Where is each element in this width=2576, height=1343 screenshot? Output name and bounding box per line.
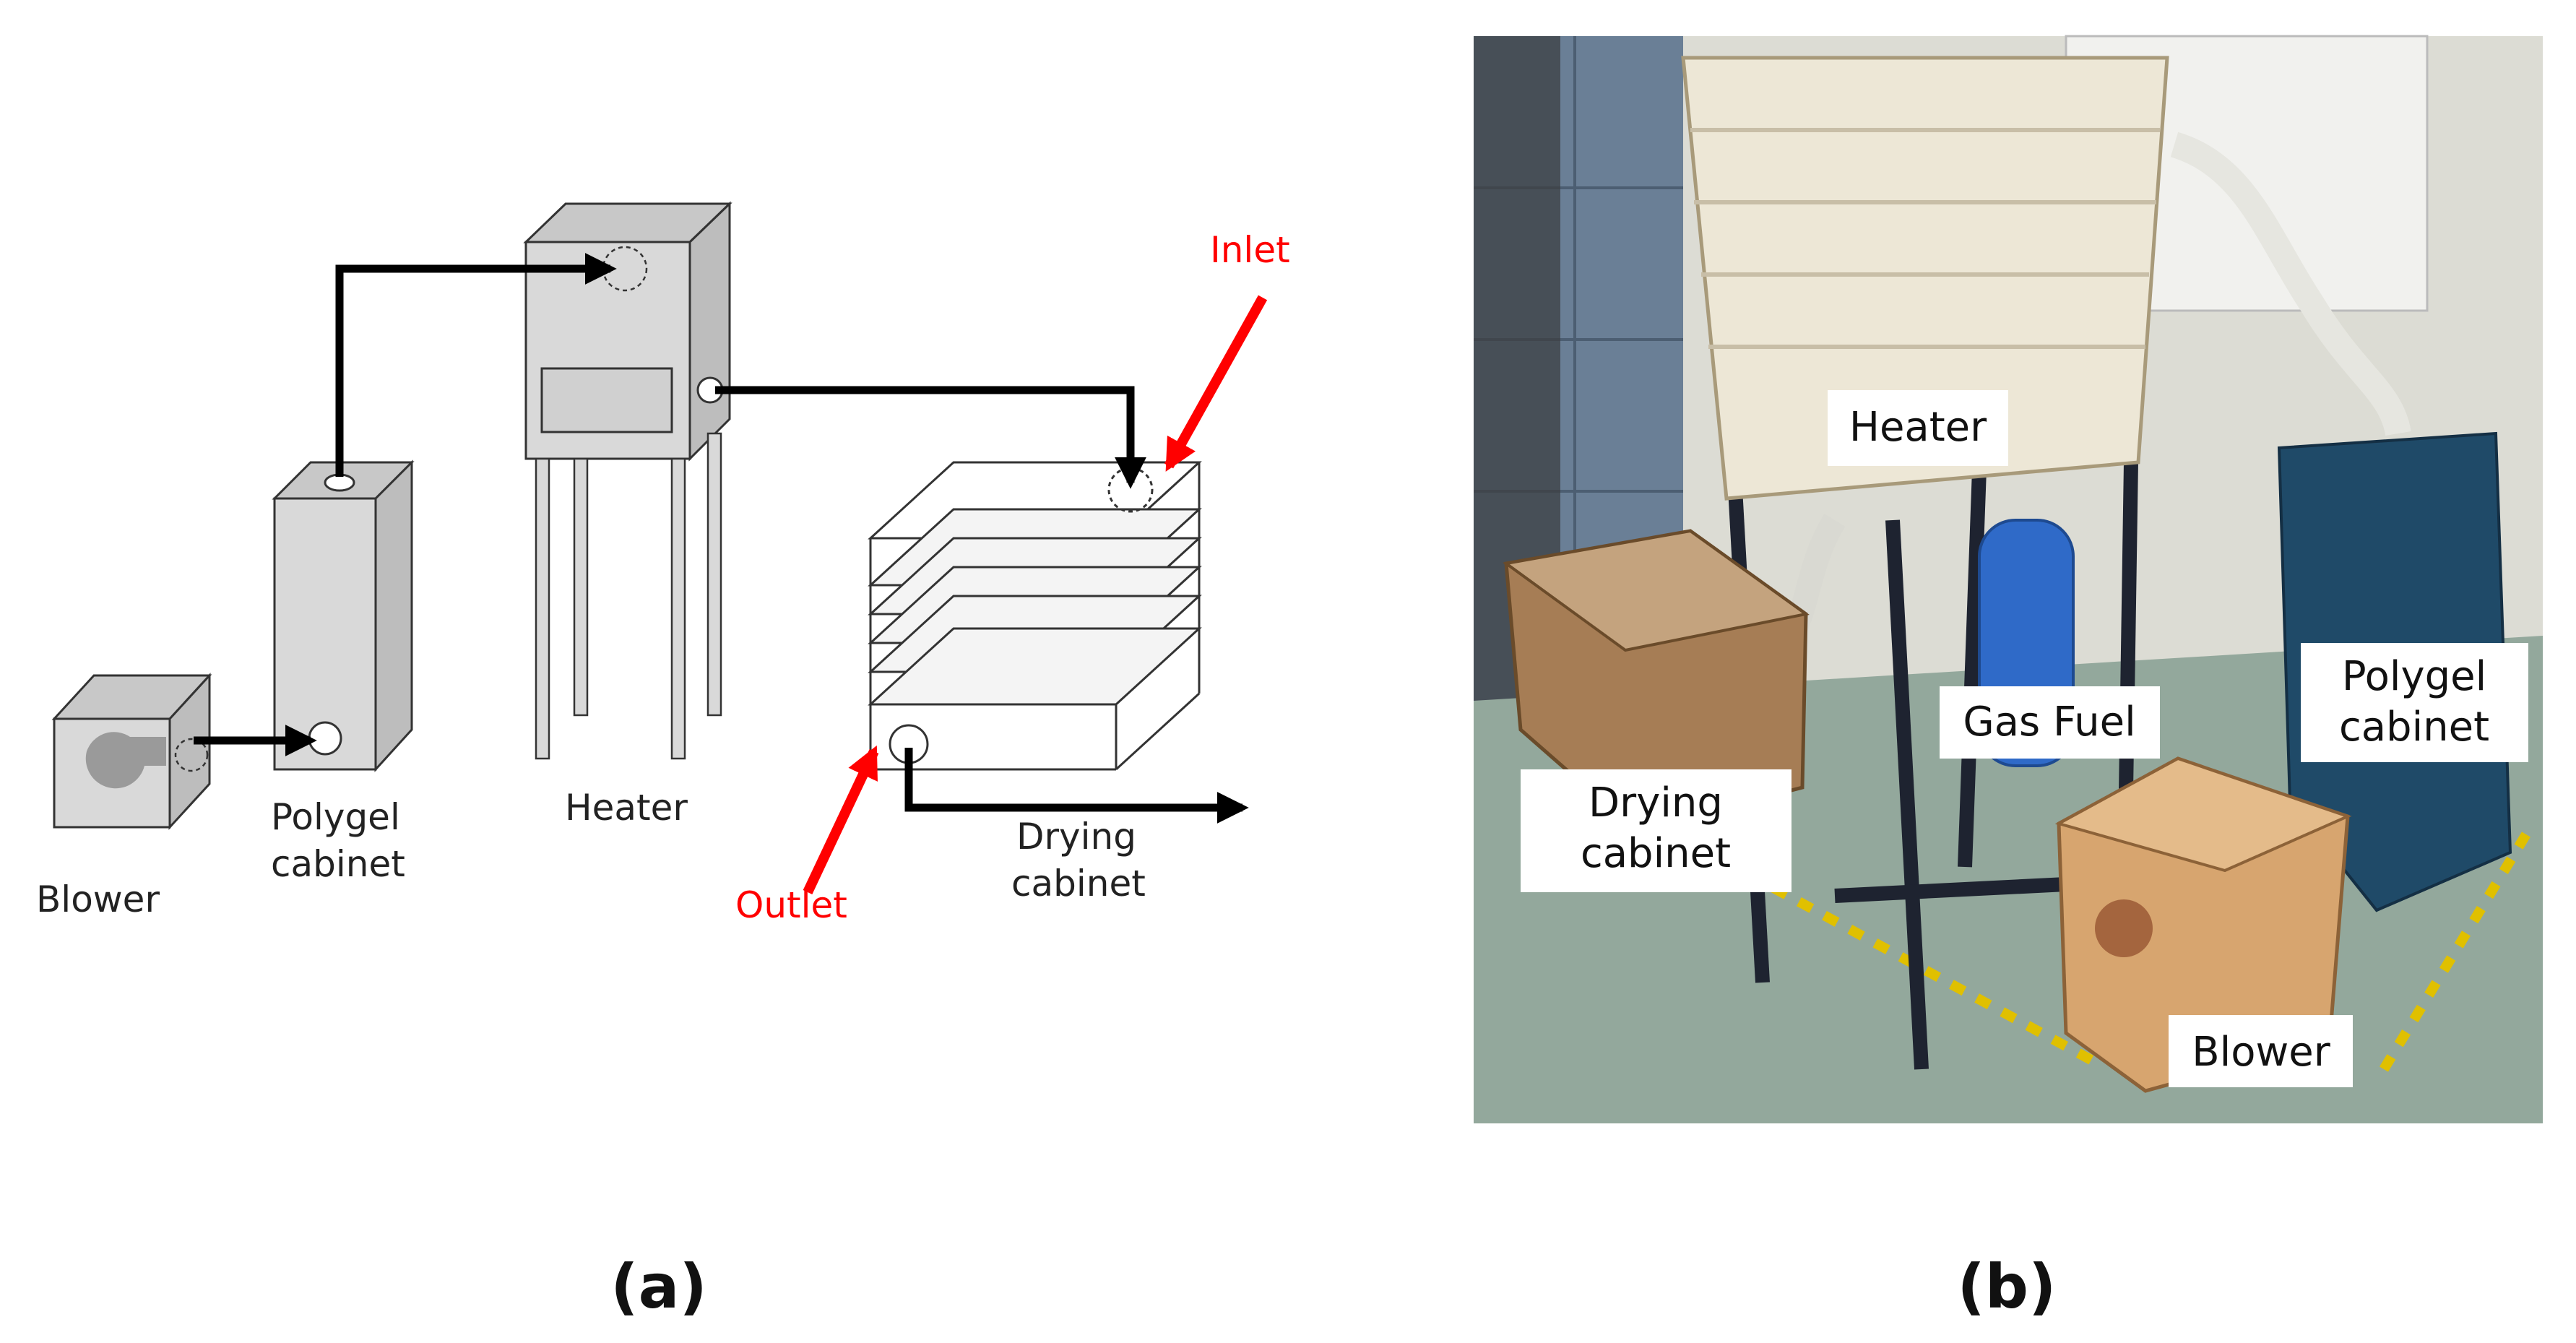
- photo-label-drying-cabinet: Drying cabinet: [1521, 769, 1791, 892]
- photo-label-drying-line1: Drying: [1589, 780, 1723, 826]
- flow-arrow-polygel-to-heater: [335, 253, 617, 477]
- label-inlet: Inlet: [1210, 229, 1290, 271]
- label-drying-line2: cabinet: [1011, 863, 1146, 904]
- fan-icon: [85, 732, 166, 789]
- label-polygel-line1: Polygel: [271, 796, 400, 838]
- photo-label-heater: Heater: [1828, 390, 2008, 466]
- flow-arrows: [194, 253, 1249, 824]
- panel-b-photo: Heater Gas Fuel Polygel cabinet Drying c…: [1474, 35, 2543, 1322]
- label-blower: Blower: [36, 878, 160, 920]
- photo-label-drying-line2: cabinet: [1581, 830, 1731, 877]
- photo-label-gas-fuel: Gas Fuel: [1940, 686, 2160, 759]
- photo-label-blower: Blower: [2169, 1015, 2353, 1087]
- flow-arrow-heater-to-drying: [715, 386, 1146, 489]
- panel-a-schematic: Blower Polygel cabinet Heater Inlet Outl…: [36, 201, 1290, 1322]
- heater-unit: [523, 201, 732, 760]
- polygel-cabinet-unit: [272, 459, 415, 772]
- blower-unit: [51, 673, 212, 830]
- photo-label-polygel-cabinet: Polygel cabinet: [2301, 643, 2528, 762]
- photo-label-polygel-line2: cabinet: [2339, 704, 2489, 751]
- label-polygel-line2: cabinet: [271, 843, 405, 885]
- caption-b: (b): [1958, 1251, 2057, 1322]
- label-heater: Heater: [565, 787, 688, 829]
- flow-arrow-drying-exhaust: [904, 748, 1249, 824]
- label-drying-line1: Drying: [1016, 816, 1136, 858]
- photo-label-blower-text: Blower: [2192, 1029, 2330, 1076]
- outlet-arrow: [803, 745, 879, 894]
- caption-a: (a): [610, 1251, 706, 1322]
- inlet-arrow: [1164, 295, 1268, 472]
- photo-label-gas-fuel-text: Gas Fuel: [1963, 699, 2135, 746]
- label-outlet: Outlet: [735, 884, 847, 926]
- photo-label-polygel-line1: Polygel: [2342, 653, 2486, 700]
- photo-label-heater-text: Heater: [1849, 404, 1987, 451]
- drying-cabinet-unit: [868, 461, 1202, 771]
